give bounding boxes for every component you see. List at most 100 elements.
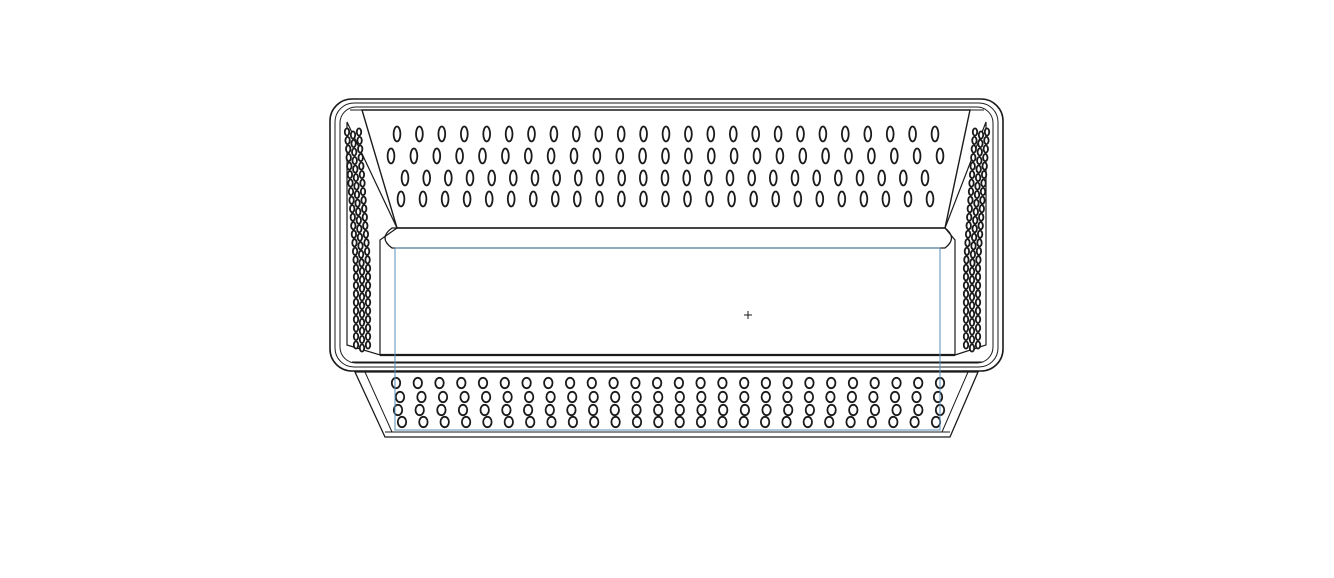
perforation-hole [530, 169, 540, 187]
selection-box[interactable] [394, 247, 941, 431]
perforation-hole [651, 376, 663, 390]
perforation-hole [891, 376, 902, 390]
side-perforation-hole [346, 161, 353, 171]
perforation-hole [824, 415, 835, 429]
perforation-hole [674, 390, 685, 404]
perforation-hole [869, 376, 880, 390]
side-perforation-hole [976, 229, 984, 239]
side-perforation-hole [962, 340, 970, 350]
perforation-hole [683, 190, 692, 208]
side-perforation-hole [357, 153, 364, 163]
perforation-hole [527, 125, 536, 143]
side-perforation-hole [356, 232, 363, 242]
side-perforation-hole [352, 323, 360, 333]
side-perforation-hole [364, 289, 372, 299]
side-perforation-hole [979, 195, 986, 205]
side-perforation-hole [352, 255, 359, 265]
perforation-hole [462, 190, 472, 208]
perforation-hole [610, 415, 621, 429]
perforation-hole [826, 403, 837, 417]
side-perforation-hole [346, 170, 353, 180]
side-perforation-hole [968, 343, 976, 353]
side-perforation-hole [355, 127, 363, 137]
perforation-hole [653, 390, 664, 404]
side-perforation-hole [361, 212, 368, 222]
side-perforation-hole [962, 289, 970, 299]
side-perforation-hole [350, 229, 357, 239]
perforation-hole [639, 125, 648, 143]
side-perforation-hole [351, 147, 358, 157]
side-perforation-hole [974, 173, 982, 183]
perforation-hole [696, 403, 707, 417]
perforation-hole [898, 169, 908, 187]
perforation-hole [546, 415, 557, 429]
side-perforation-hole [971, 224, 978, 234]
side-perforation-hole [962, 323, 970, 333]
side-perforation-hole [974, 323, 982, 333]
perforation-hole [616, 125, 626, 143]
side-perforation-hole [973, 198, 980, 208]
perforation-hole [552, 169, 561, 187]
side-perforation-hole [359, 178, 366, 188]
side-perforation-hole [972, 215, 979, 225]
side-perforation-hole [352, 306, 360, 316]
perforation-hole [480, 390, 492, 404]
side-perforation-hole [963, 255, 970, 265]
side-perforation-hole [352, 164, 359, 174]
perforation-hole [503, 415, 514, 429]
perforation-hole [889, 390, 901, 404]
side-perforation-hole [968, 300, 976, 310]
side-perforation-hole [358, 161, 365, 171]
perforation-hole [783, 403, 794, 417]
perforation-hole [653, 403, 664, 417]
perforation-hole [440, 190, 450, 208]
side-perforation-hole [966, 204, 973, 214]
perforation-hole [674, 415, 685, 429]
side-perforation-hole [966, 212, 973, 222]
perforation-hole [821, 147, 830, 165]
perforation-hole [775, 147, 785, 165]
perforation-hole [747, 169, 756, 187]
side-perforation-hole [359, 187, 367, 197]
perforation-hole [739, 403, 751, 417]
side-perforation-hole [970, 241, 977, 251]
side-perforation-hole [354, 198, 361, 208]
perforation-hole [889, 147, 899, 165]
side-wall-perforations [343, 127, 991, 353]
perforation-hole [738, 415, 749, 429]
side-perforation-hole [358, 275, 366, 285]
side-perforation-hole [352, 340, 360, 350]
perforation-hole [790, 169, 800, 187]
side-perforation-hole [352, 263, 360, 273]
perforation-hole [833, 169, 843, 187]
perforation-hole [782, 376, 793, 390]
perforation-hole [802, 415, 813, 429]
side-perforation-hole [971, 127, 979, 137]
side-perforation-hole [968, 292, 976, 302]
perforation-hole [751, 125, 760, 143]
perforation-hole [717, 390, 728, 404]
perforation-hole [728, 125, 738, 143]
side-perforation-hole [347, 178, 354, 188]
side-perforation-hole [970, 153, 977, 163]
perforation-hole [903, 190, 913, 208]
perforation-hole [703, 169, 713, 187]
perforation-hole [661, 147, 670, 165]
perforation-hole [881, 190, 891, 208]
perforation-hole [592, 147, 602, 165]
perforation-hole [661, 190, 670, 208]
perforation-hole [523, 390, 535, 404]
side-perforation-hole [352, 272, 360, 282]
side-perforation-hole [971, 135, 978, 145]
side-perforation-hole [968, 275, 976, 285]
side-perforation-hole [360, 195, 367, 205]
perforation-hole [781, 415, 792, 429]
perforation-hole [638, 147, 647, 165]
side-perforation-hole [357, 241, 364, 251]
side-perforation-hole [977, 130, 985, 140]
perforation-hole [589, 415, 600, 429]
perforation-hole [888, 415, 899, 429]
side-perforation-hole [358, 326, 366, 336]
